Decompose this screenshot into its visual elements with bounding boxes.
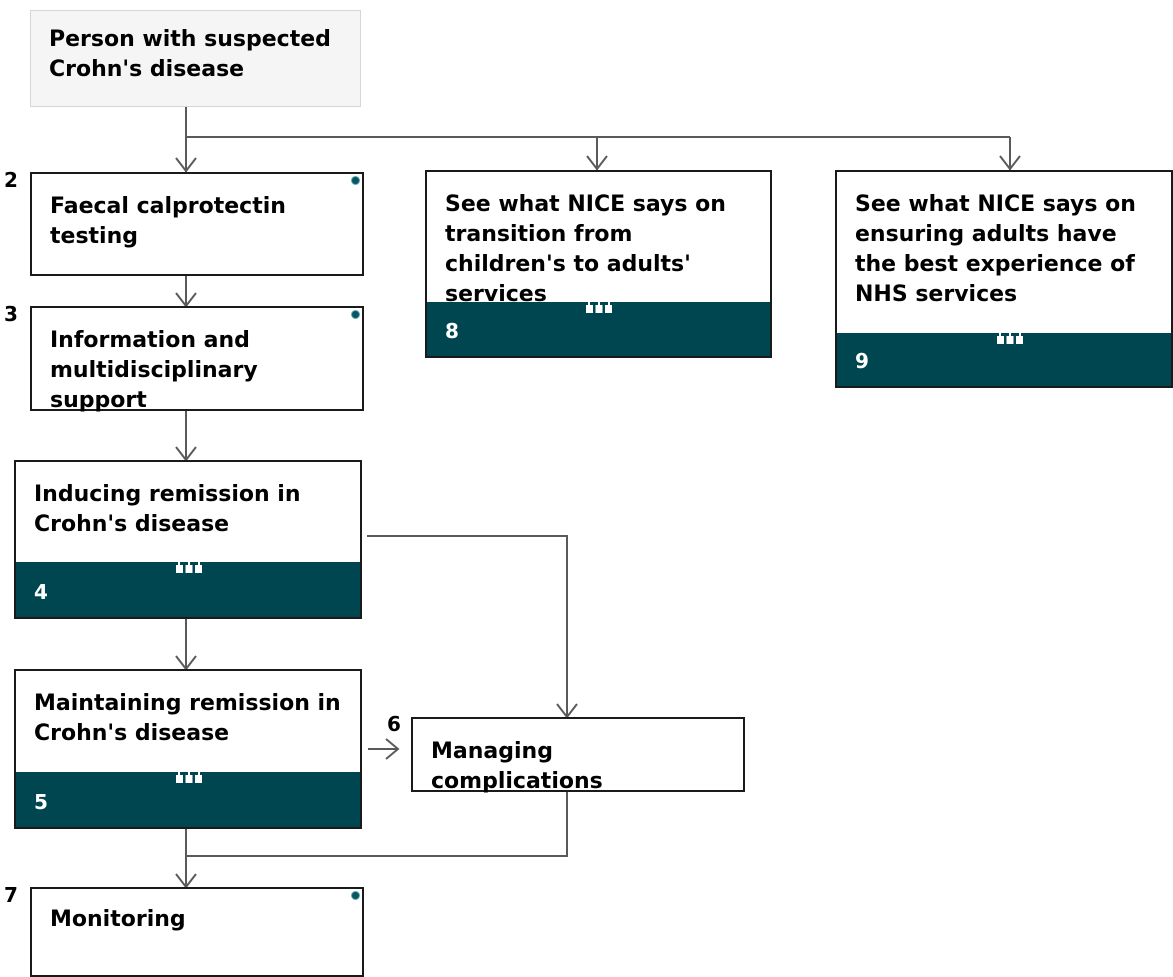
maintaining-remission-title: Maintaining remission in Crohn's disease [34,691,341,746]
pathway-number-8: 8 [445,319,459,343]
pathway-hierarchy-icon [176,760,202,783]
inducing-remission-node[interactable]: Inducing remission in Crohn's disease 4 [14,460,362,619]
inducing-remission-title: Inducing remission in Crohn's disease [34,482,301,537]
managing-complications-node[interactable]: Managing complications [411,717,745,794]
pathway-number-4: 4 [34,580,48,604]
transition-services-title: See what NICE says on transition from ch… [445,192,726,307]
calprotectin-title: Faecal calprotectin testing [50,194,286,249]
maintaining-remission-node[interactable]: Maintaining remission in Crohn's disease… [14,669,362,829]
pathway-number-9: 9 [855,349,869,373]
pathway-band: 9 [837,321,1171,386]
step-number-7: 7 [4,883,18,907]
pathway-hierarchy-icon [997,321,1023,344]
start-node-title: Person with suspected Crohn's disease [49,27,331,82]
monitoring-title: Monitoring [50,907,186,932]
pathway-hierarchy-icon [586,290,612,313]
pathway-band: 4 [16,550,360,617]
info-support-title: Information and multidisciplinary suppor… [50,328,258,413]
step-number-3: 3 [4,302,18,326]
info-support-node[interactable]: Information and multidisciplinary suppor… [30,306,364,413]
pathway-band: 5 [16,760,360,827]
adults-experience-node[interactable]: See what NICE says on ensuring adults ha… [835,170,1173,388]
info-dot-icon [351,176,360,185]
start-node[interactable]: Person with suspected Crohn's disease [30,10,361,107]
calprotectin-node[interactable]: Faecal calprotectin testing [30,172,364,276]
monitoring-node[interactable]: Monitoring [30,887,364,977]
transition-services-node[interactable]: See what NICE says on transition from ch… [425,170,772,358]
pathway-hierarchy-icon [176,550,202,573]
step-number-2: 2 [4,168,18,192]
pathway-band: 8 [427,290,770,356]
step-number-6: 6 [387,712,401,736]
pathway-number-5: 5 [34,790,48,814]
info-dot-icon [351,310,360,319]
adults-experience-title: See what NICE says on ensuring adults ha… [855,192,1136,307]
managing-complications-title: Managing complications [431,739,603,794]
info-dot-icon [351,891,360,900]
